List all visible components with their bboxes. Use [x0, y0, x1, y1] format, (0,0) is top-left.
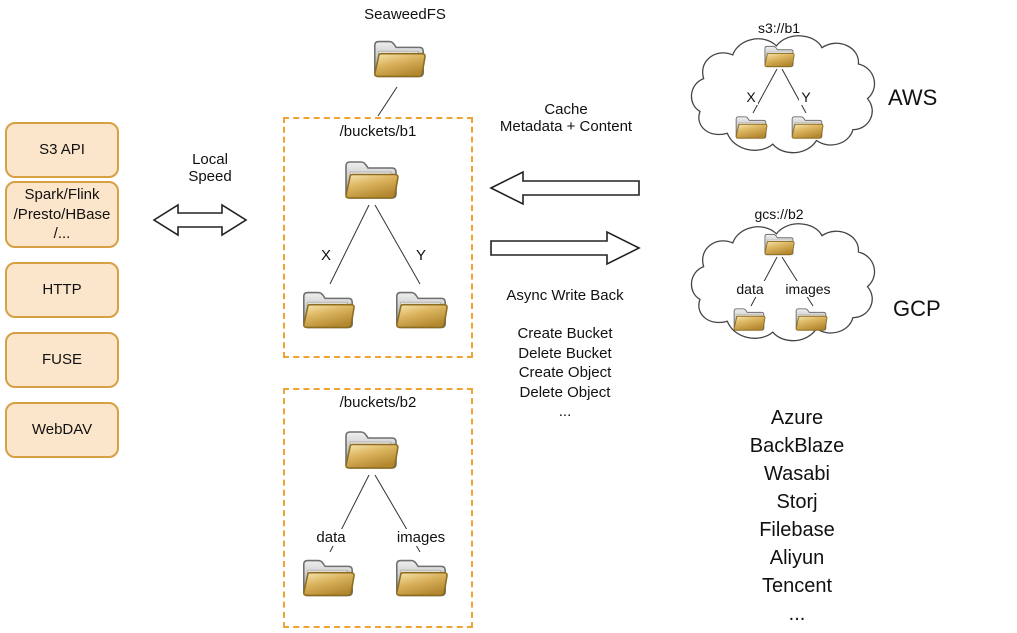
operation-item: Create Bucket: [517, 325, 613, 342]
b2-child-data-label: data: [314, 529, 348, 546]
folder-icon-b1-y: [395, 291, 448, 329]
folder-icon-gcp-root: [764, 233, 795, 256]
bucket-b1-title: /buckets/b1: [339, 123, 417, 140]
api-box-http: HTTP: [5, 262, 119, 318]
async-write-back-label: Async Write Back: [506, 287, 624, 304]
bucket-b1-box: [283, 117, 473, 358]
async-right-arrow-icon: [490, 230, 641, 266]
api-box-spark-flink: Spark/Flink /Presto/HBase /...: [5, 181, 119, 248]
operation-item: ...: [558, 403, 572, 420]
bucket-b2-box: [283, 388, 473, 628]
other-providers-list: Azure BackBlaze Wasabi Storj Filebase Al…: [712, 404, 882, 628]
folder-icon-b1-x: [302, 291, 355, 329]
folder-icon-gcp-images: [795, 308, 828, 331]
bucket-b2-title: /buckets/b2: [339, 394, 417, 411]
provider-item: Aliyun: [769, 547, 825, 569]
aws-child-x-label: X: [744, 89, 758, 105]
gcp-label: GCP: [893, 296, 941, 321]
operation-item: Create Object: [518, 364, 612, 381]
aws-child-y-label: Y: [799, 89, 813, 105]
folder-icon-aws-root: [764, 45, 795, 68]
api-box-webdav: WebDAV: [5, 402, 119, 458]
b1-child-y-label: Y: [413, 247, 428, 264]
local-speed-label: Local Speed: [188, 151, 232, 185]
provider-item: Tencent: [761, 575, 833, 597]
folder-icon-aws-x: [735, 116, 768, 139]
folder-icon-aws-y: [791, 116, 824, 139]
provider-item: Storj: [776, 491, 818, 513]
cache-metadata-label: Cache Metadata + Content: [499, 101, 633, 135]
folder-icon-b2-root: [345, 431, 399, 469]
seaweedfs-title: SeaweedFS: [364, 6, 446, 23]
api-box-fuse: FUSE: [5, 332, 119, 388]
provider-item: Filebase: [759, 519, 835, 541]
operation-item: Delete Bucket: [518, 344, 612, 362]
gcp-child-data-label: data: [734, 281, 766, 297]
folder-icon-b1-root: [345, 161, 399, 199]
gcp-child-images-label: images: [783, 281, 833, 297]
folder-icon-seaweedfs: [373, 40, 426, 78]
folder-icon-gcp-data: [733, 308, 766, 331]
folder-icon-b2-images: [395, 559, 448, 597]
operation-item: Delete Object: [519, 383, 611, 401]
b2-child-images-label: images: [394, 529, 448, 546]
provider-item: BackBlaze: [749, 435, 845, 457]
operations-list: Create Bucket Delete Bucket Create Objec…: [489, 324, 641, 422]
folder-icon-b2-data: [302, 559, 355, 597]
line-seaweedfs-to-b1: [377, 86, 398, 117]
local-speed-double-arrow-icon: [152, 203, 248, 237]
cache-left-arrow-icon: [489, 170, 640, 206]
provider-item: Azure: [770, 407, 824, 429]
api-box-s3: S3 API: [5, 122, 119, 178]
provider-item: Wasabi: [764, 463, 830, 485]
aws-bucket-title: s3://b1: [757, 20, 801, 36]
provider-item: ...: [788, 603, 806, 625]
aws-label: AWS: [888, 85, 938, 110]
gcp-bucket-title: gcs://b2: [754, 206, 804, 222]
b1-child-x-label: X: [318, 247, 333, 264]
